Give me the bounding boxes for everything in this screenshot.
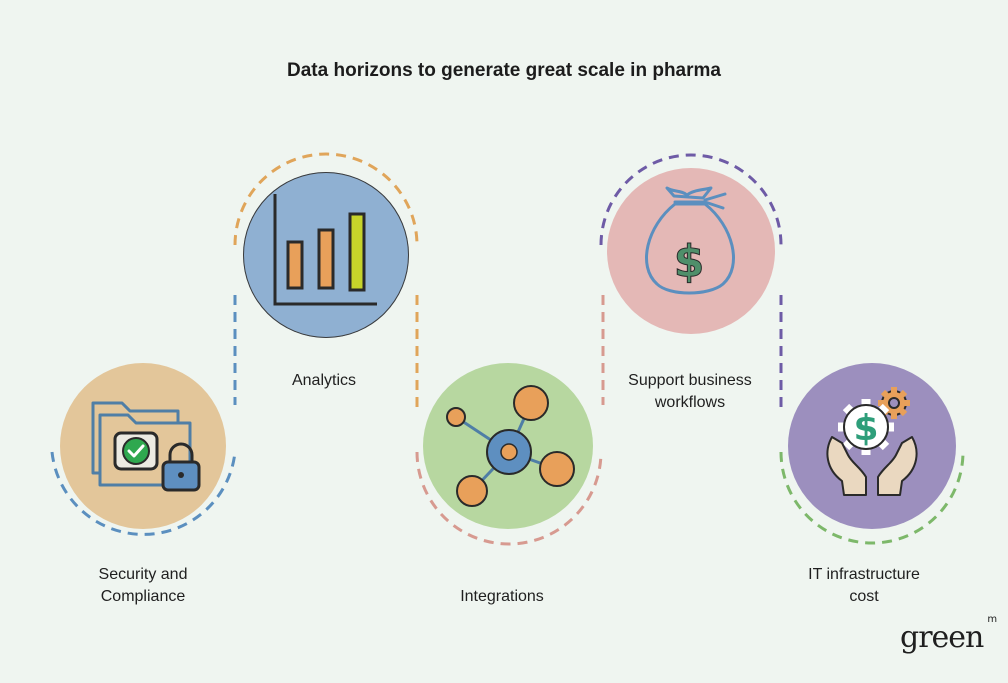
- connector-workflows: [599, 153, 783, 410]
- hands-gear-dollar-icon: $: [826, 387, 918, 496]
- connector-analytics: [233, 152, 419, 410]
- svg-text:$: $: [853, 408, 878, 449]
- step-label-it-cost: IT infrastructure cost: [808, 566, 920, 605]
- step-label-security: Security and Compliance: [98, 566, 188, 605]
- svg-text:$: $: [674, 236, 705, 287]
- bar-chart-icon: [273, 194, 377, 306]
- page-title: Data horizons to generate great scale in…: [287, 60, 721, 81]
- money-bag-icon: $: [645, 186, 735, 295]
- step-circle-security: [60, 363, 226, 529]
- step-label-integrations: Integrations: [460, 588, 544, 605]
- step-circle-it-cost: $: [788, 363, 956, 529]
- folder-lock-icon: [91, 401, 201, 492]
- step-circle-analytics: [243, 172, 409, 338]
- network-nodes-icon: [446, 385, 575, 507]
- connector-it-cost: [779, 451, 965, 545]
- step-label-workflows: Support business workflows: [628, 372, 752, 411]
- step-circle-workflows: $: [607, 168, 775, 334]
- connector-integrations: [415, 295, 605, 546]
- step-circle-integrations: [423, 363, 593, 529]
- step-label-analytics: Analytics: [291, 372, 357, 389]
- brand-logo: greenm: [900, 614, 998, 655]
- connector-security: [50, 295, 237, 536]
